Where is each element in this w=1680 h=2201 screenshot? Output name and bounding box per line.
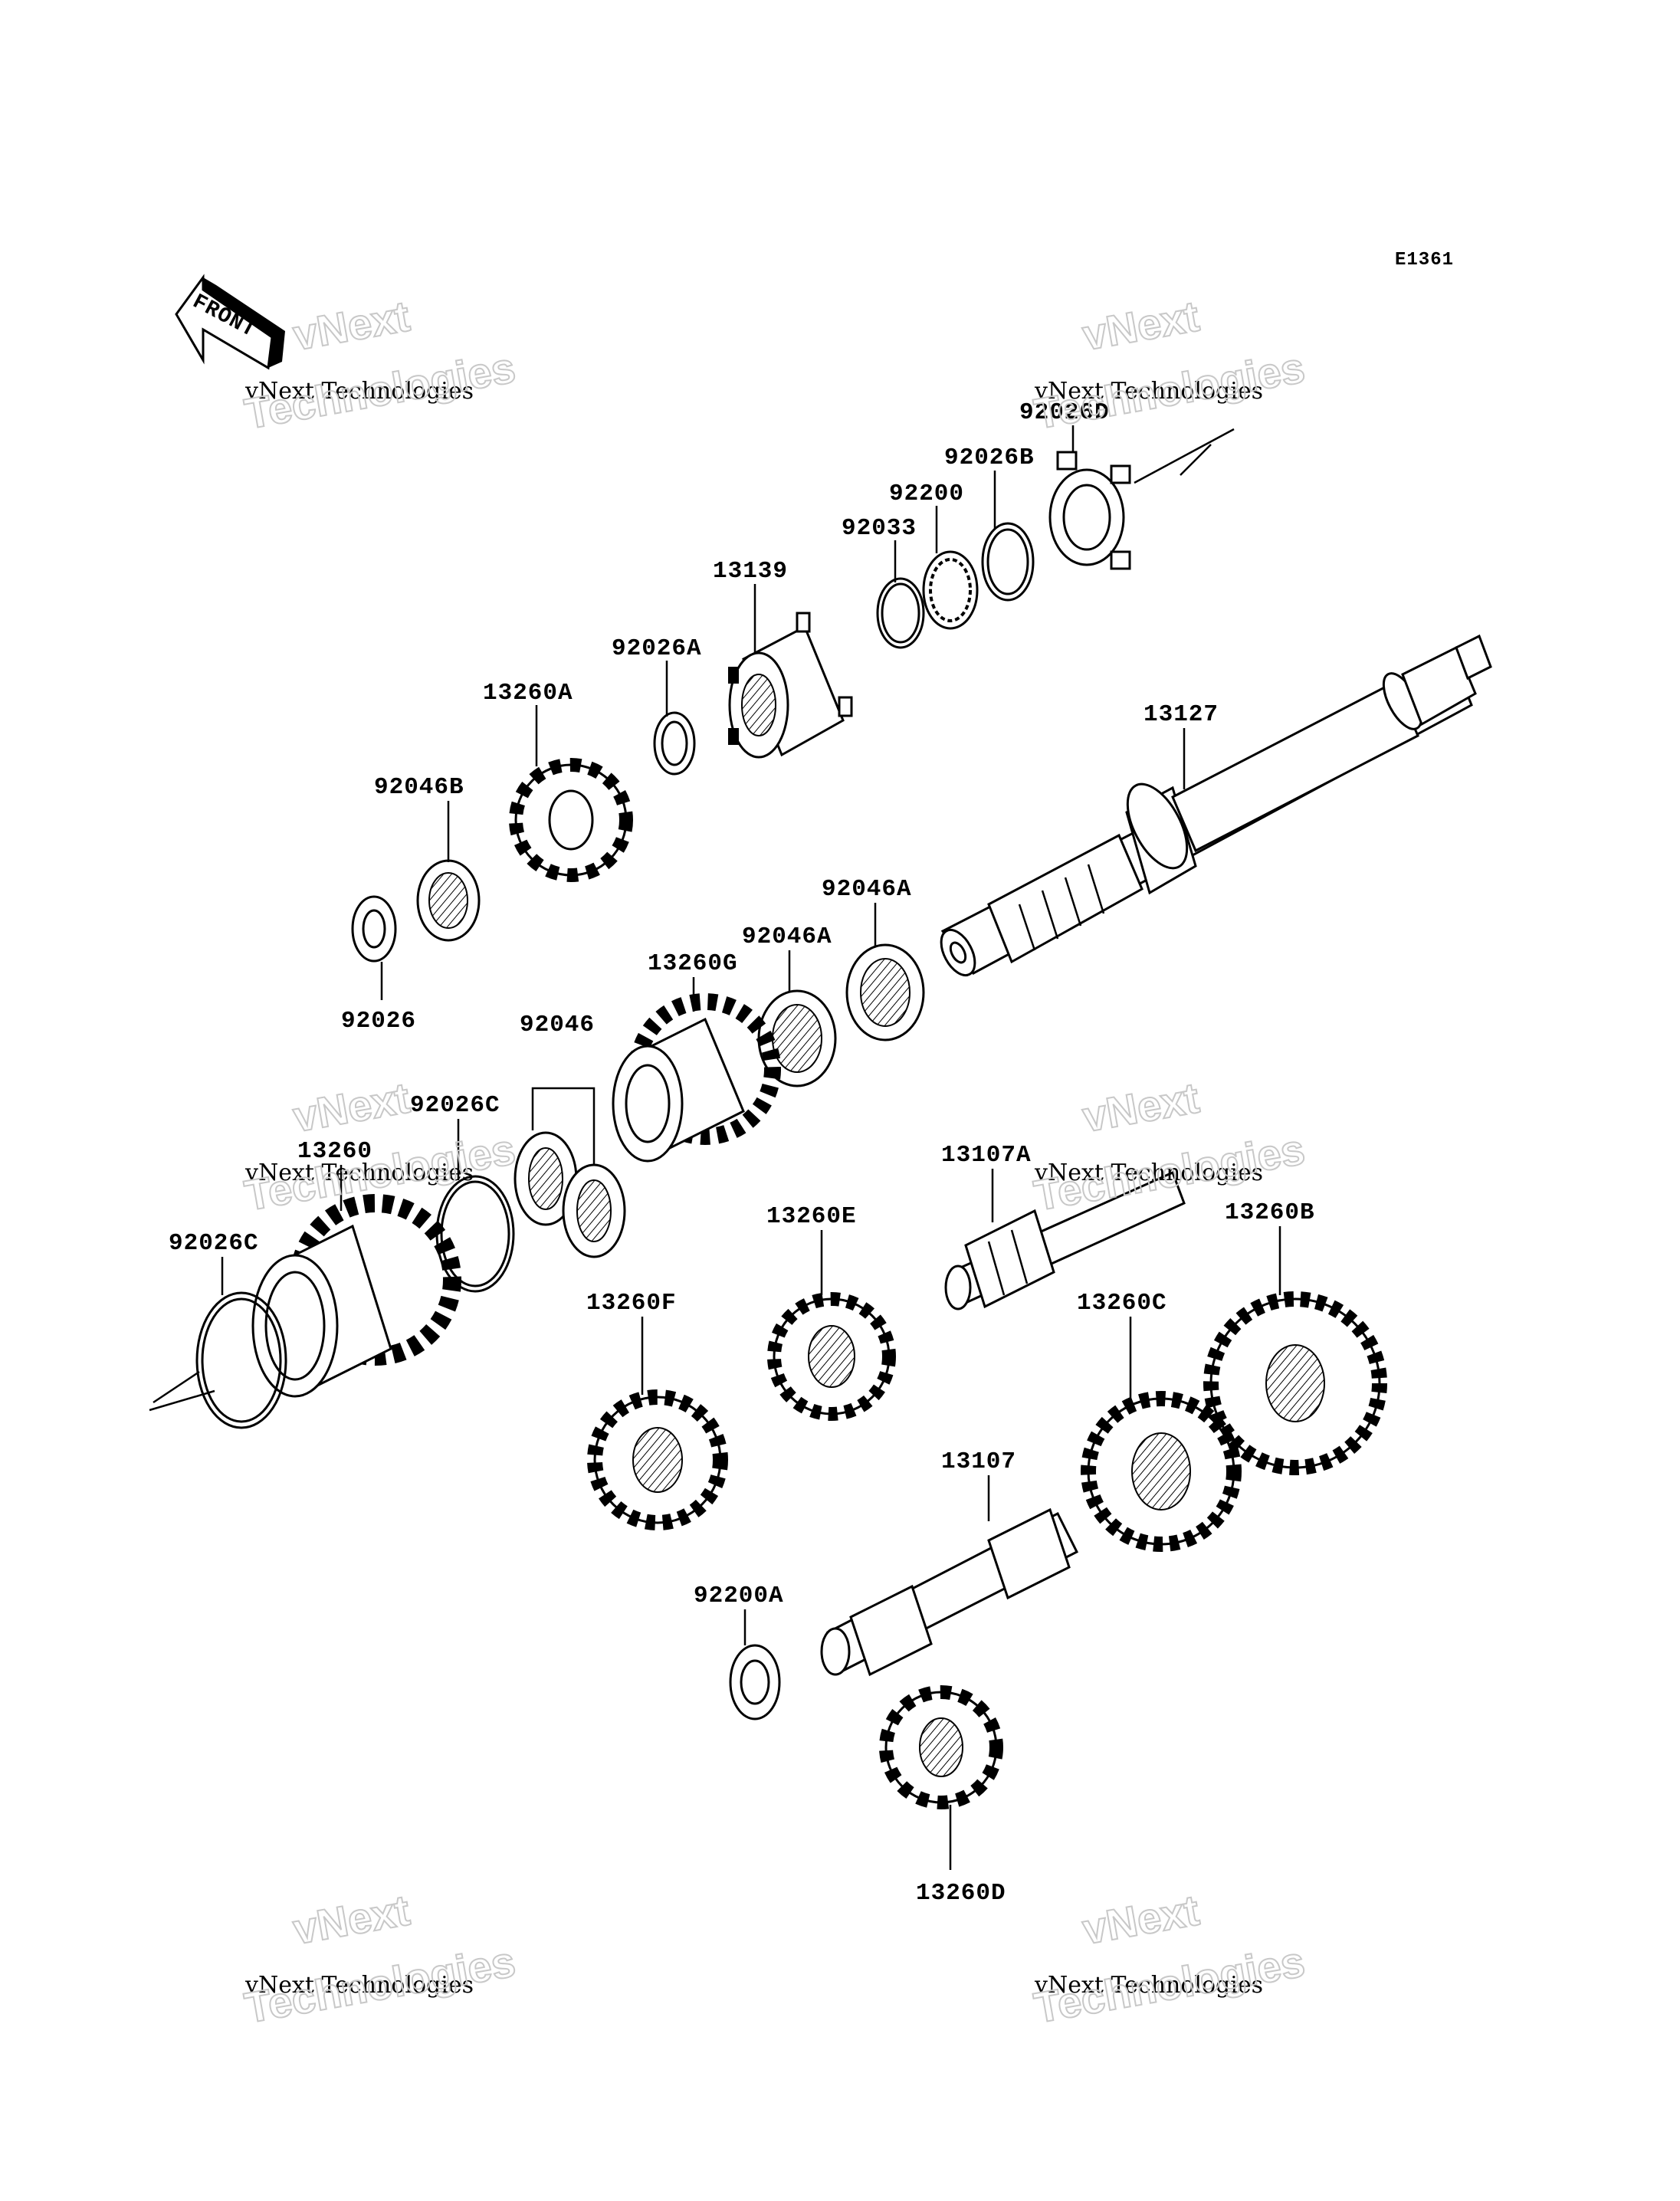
gear-13260C xyxy=(1081,1391,1242,1552)
bearing-92046B xyxy=(416,859,481,942)
svg-text:vNext: vNext xyxy=(290,291,413,359)
washer-92026B xyxy=(981,522,1035,602)
label-13260B: 13260B xyxy=(1225,1199,1315,1226)
label-92200A: 92200A xyxy=(694,1583,784,1609)
svg-text:vNext Technologies: vNext Technologies xyxy=(1034,1972,1263,1999)
svg-text:Technologies: Technologies xyxy=(1031,343,1308,438)
label-92026C-2: 92026C xyxy=(169,1230,259,1257)
gear-13260D xyxy=(879,1685,1003,1809)
label-92200: 92200 xyxy=(889,481,964,507)
gear-13260E xyxy=(767,1292,896,1421)
part-labels: 92026D 92026B 92200 92033 13139 92026A 1… xyxy=(169,399,1315,1907)
label-13260G: 13260G xyxy=(648,950,738,977)
label-92033: 92033 xyxy=(842,515,917,542)
label-13107: 13107 xyxy=(941,1448,1016,1475)
gear-13260G xyxy=(612,993,781,1163)
bearing-92046A-1 xyxy=(845,943,925,1041)
shaft-13127 xyxy=(940,634,1492,976)
svg-text:vNext: vNext xyxy=(290,1885,413,1953)
label-13260D: 13260D xyxy=(916,1880,1006,1907)
svg-text:vNext: vNext xyxy=(290,1073,413,1141)
label-13260E: 13260E xyxy=(766,1203,857,1230)
label-13260F: 13260F xyxy=(586,1290,677,1317)
gear-13260A xyxy=(509,758,633,882)
washer-92200A xyxy=(729,1644,781,1720)
lockwasher-92026D xyxy=(1048,451,1131,570)
watermark-bottom-right: vNext vNext Technologies Technologies xyxy=(1030,1884,1309,2032)
washer-92200 xyxy=(922,550,979,630)
svg-text:Technologies: Technologies xyxy=(241,343,519,438)
washer-92026A xyxy=(653,711,696,776)
svg-text:vNext: vNext xyxy=(1079,1885,1203,1953)
gear-13260F xyxy=(587,1389,728,1530)
gear-13260B xyxy=(1203,1291,1387,1475)
svg-text:Technologies: Technologies xyxy=(241,1937,519,2032)
circlip-92033 xyxy=(876,577,925,649)
leader-lines xyxy=(221,425,1281,1870)
svg-text:vNext: vNext xyxy=(1079,291,1203,359)
label-92046A-1: 92046A xyxy=(822,876,912,903)
svg-text:vNext Technologies: vNext Technologies xyxy=(1034,378,1263,405)
label-13107A: 13107A xyxy=(941,1142,1032,1169)
label-92046B: 92046B xyxy=(374,774,464,801)
svg-text:Technologies: Technologies xyxy=(241,1125,519,1220)
svg-text:Technologies: Technologies xyxy=(1031,1937,1308,2032)
sleeve-13139 xyxy=(728,612,853,759)
shaft-13107 xyxy=(820,1507,1079,1677)
circlip-92026C-2 xyxy=(195,1291,287,1429)
watermark-bottom-left: vNext vNext Technologies Technologies xyxy=(241,1884,520,2032)
svg-text:vNext: vNext xyxy=(1079,1073,1203,1141)
label-92046A-2: 92046A xyxy=(742,923,832,950)
label-92046: 92046 xyxy=(520,1012,595,1038)
label-13260C: 13260C xyxy=(1077,1290,1167,1317)
label-92026D: 92026D xyxy=(1019,399,1110,426)
washer-92026 xyxy=(351,895,397,963)
watermark-top-right: vNext vNext Technologies Technologies xyxy=(1030,290,1309,438)
label-92026C-1: 92026C xyxy=(410,1092,500,1119)
bearing-92046A-2 xyxy=(757,989,837,1087)
label-13260A: 13260A xyxy=(483,680,573,707)
label-92026B: 92026B xyxy=(944,444,1035,471)
circlip-92026C-1 xyxy=(435,1175,515,1293)
front-arrow-icon: FRONT xyxy=(175,274,285,370)
diagram-code: E1361 xyxy=(1395,250,1454,271)
label-13260: 13260 xyxy=(297,1138,372,1165)
svg-text:vNext Technologies: vNext Technologies xyxy=(1034,1160,1263,1186)
bearing-92046 xyxy=(514,1131,626,1258)
svg-text:vNext Technologies: vNext Technologies xyxy=(244,378,474,405)
label-13127: 13127 xyxy=(1144,701,1219,728)
svg-text:vNext Technologies: vNext Technologies xyxy=(244,1972,474,1999)
gear-13260 xyxy=(251,1194,461,1398)
label-92026A: 92026A xyxy=(612,635,702,662)
label-13139: 13139 xyxy=(713,558,788,585)
shaft-13107A xyxy=(944,1170,1186,1310)
label-92026: 92026 xyxy=(341,1008,416,1035)
svg-text:vNext Technologies: vNext Technologies xyxy=(244,1160,474,1186)
